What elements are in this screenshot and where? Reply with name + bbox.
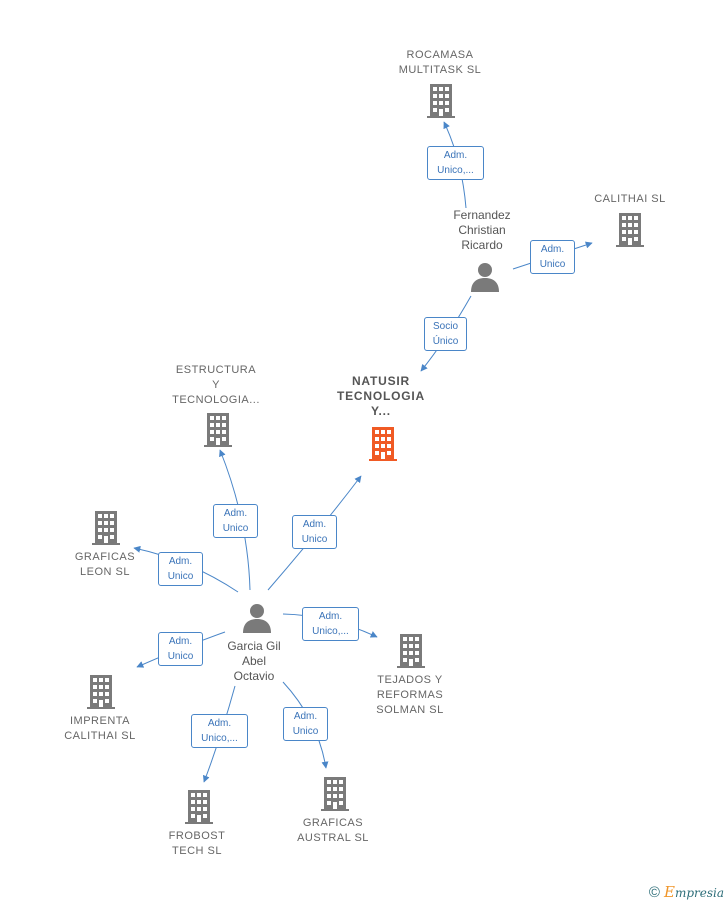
edge-label-fernandez-natusir: Socio Único — [424, 317, 467, 351]
edge-label-fernandez-calithai: Adm. Unico — [530, 240, 575, 274]
person-icon-fernandez[interactable] — [471, 263, 499, 292]
edge-label-garcia-graficas-leon: Adm. Unico — [158, 552, 203, 586]
building-icon-tejados[interactable] — [397, 634, 425, 668]
person-icon-garcia[interactable] — [243, 604, 271, 633]
edge-label-garcia-estructura: Adm. Unico — [213, 504, 258, 538]
building-icon-estructura[interactable] — [204, 413, 232, 447]
company-label-imprenta[interactable]: IMPRENTA CALITHAI SL — [64, 715, 136, 742]
building-icon-graficas-austral[interactable] — [321, 777, 349, 811]
company-label-tejados[interactable]: TEJADOS Y REFORMAS SOLMAN SL — [376, 674, 444, 716]
person-label-garcia[interactable]: Garcia Gil Abel Octavio — [227, 639, 281, 683]
person-label-fernandez[interactable]: Fernandez Christian Ricardo — [453, 208, 511, 252]
building-icon-graficas-leon[interactable] — [92, 511, 120, 545]
copyright-icon: © — [648, 884, 660, 901]
edge-label-garcia-imprenta: Adm. Unico — [158, 632, 203, 666]
edge-label-garcia-graficas-austral: Adm. Unico — [283, 707, 328, 741]
company-label-graficas-austral[interactable]: GRAFICAS AUSTRAL SL — [297, 817, 369, 844]
edge-label-fernandez-rocamasa: Adm. Unico,... — [427, 146, 484, 180]
company-label-rocamasa[interactable]: ROCAMASA MULTITASK SL — [398, 49, 482, 76]
building-icon-calithai[interactable] — [616, 213, 644, 247]
edge-label-garcia-tejados: Adm. Unico,... — [302, 607, 359, 641]
company-label-natusir[interactable]: NATUSIR TECNOLOGIA Y... — [337, 374, 425, 418]
building-icon-rocamasa[interactable] — [427, 84, 455, 118]
company-label-frobost[interactable]: FROBOST TECH SL — [168, 830, 226, 857]
company-label-graficas-leon[interactable]: GRAFICAS LEON SL — [74, 551, 136, 578]
building-icon-frobost[interactable] — [185, 790, 213, 824]
edge-label-garcia-natusir: Adm. Unico — [292, 515, 337, 549]
empresia-logo[interactable]: ©Empresia — [649, 883, 724, 901]
brand-initial: E — [663, 883, 675, 901]
building-icon-natusir[interactable] — [369, 427, 397, 461]
brand-name: mpresia — [674, 886, 724, 900]
building-icon-imprenta[interactable] — [87, 675, 115, 709]
company-label-estructura[interactable]: ESTRUCTURA Y TECNOLOGIA... — [172, 364, 260, 406]
edge-label-garcia-frobost: Adm. Unico,... — [191, 714, 248, 748]
company-label-calithai[interactable]: CALITHAI SL — [594, 193, 666, 205]
